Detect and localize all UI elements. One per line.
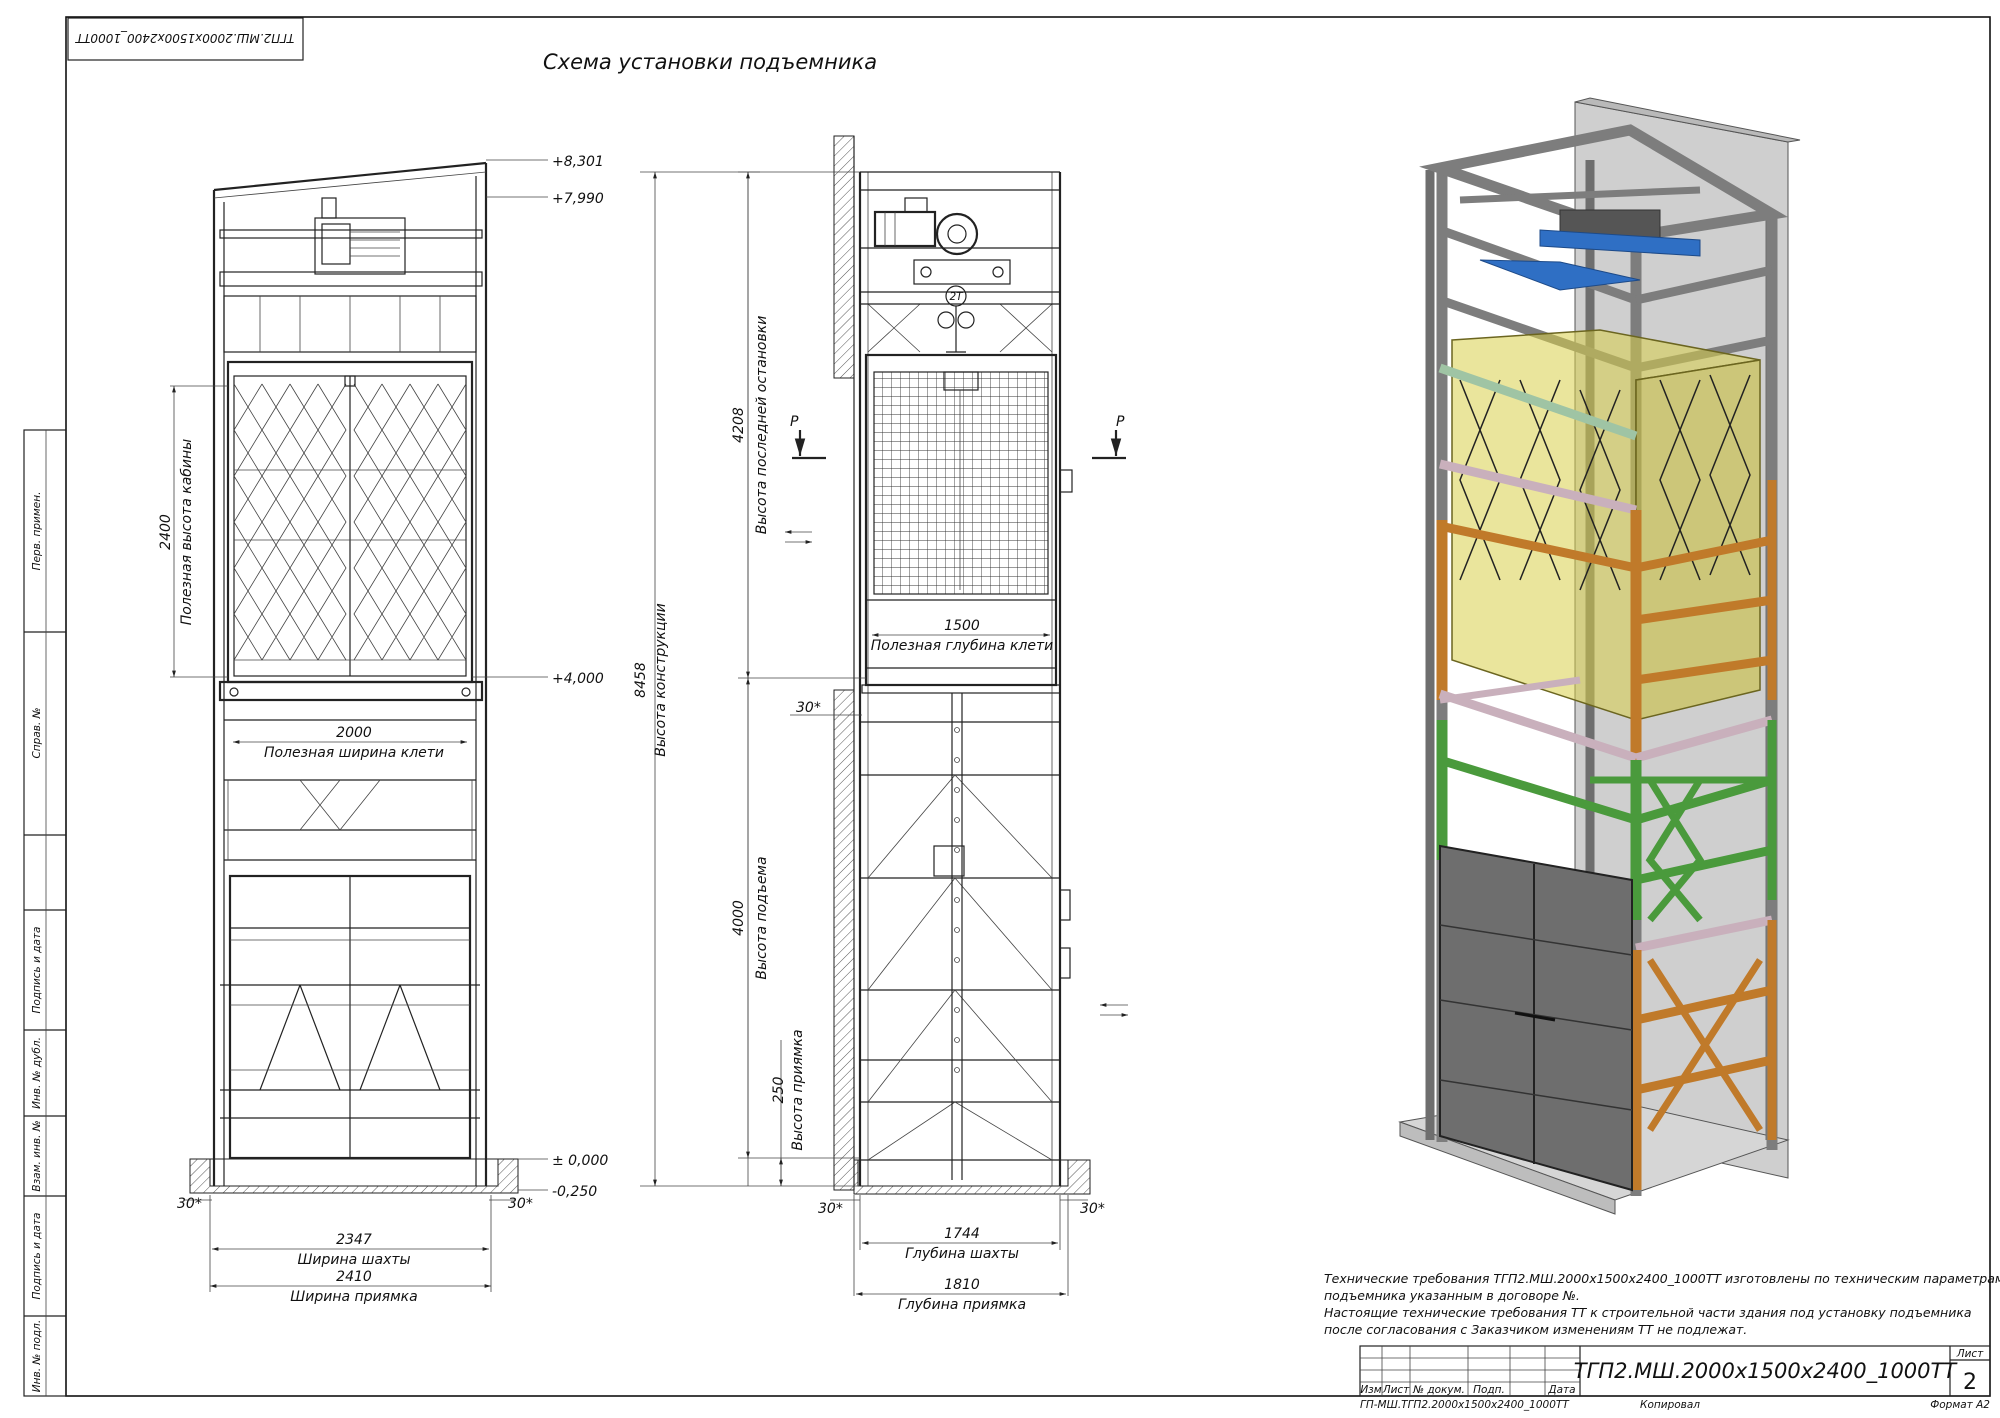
lift-height-value: 4000	[731, 900, 747, 936]
side-label-vzam-inv: Взам. инв. №	[31, 1120, 43, 1191]
structure-height-value: 8458	[633, 662, 649, 698]
drawing-title: Схема установки подъемника	[543, 50, 877, 74]
note-line-1: Технические требования ТГП2.МШ.2000х1500…	[1324, 1271, 2000, 1286]
cabin-height-label: Полезная высота кабины	[179, 439, 195, 625]
title-col-data: Дата	[1547, 1384, 1575, 1396]
pit-width-label: Ширина приямка	[290, 1289, 417, 1305]
title-block	[1359, 1345, 1991, 1397]
side-gap-left: 30*	[818, 1201, 843, 1217]
last-stop-value: 4208	[731, 407, 747, 443]
cage-width-value: 2000	[336, 725, 372, 741]
level-top: +8,301	[552, 154, 604, 170]
shaft-depth-value: 1744	[944, 1226, 980, 1242]
pit-width-value: 2410	[336, 1269, 372, 1285]
side-gap-top: 30*	[796, 700, 821, 716]
cage-depth-value: 1500	[944, 618, 980, 634]
side-labels: Перв. примен. Справ. № Подпись и дата Ин…	[31, 492, 43, 1393]
pit-height-value: 250	[771, 1077, 787, 1104]
structure-height-label: Высота конструкции	[653, 603, 669, 757]
front-gap-left: 30*	[177, 1196, 202, 1212]
side-label-perv-primen: Перв. примен.	[31, 492, 43, 571]
title-block-sheet-label: Лист	[1956, 1348, 1984, 1360]
side-gap-right: 30*	[1080, 1201, 1105, 1217]
footer-format: Формат А2	[1930, 1399, 1990, 1411]
side-label-podpis-1: Подпись и дата	[31, 927, 43, 1014]
side-label-inv-podl: Инв. № подл.	[31, 1320, 43, 1392]
shaft-width-label: Ширина шахты	[297, 1252, 410, 1268]
level-stop: +4,000	[552, 671, 604, 687]
title-col-podp: Подп.	[1473, 1384, 1505, 1396]
title-col-dokum: № докум.	[1412, 1384, 1465, 1396]
pit-height-label: Высота приямка	[790, 1029, 806, 1150]
level-roof: +7,990	[552, 191, 604, 207]
side-view	[640, 135, 1128, 1296]
side-label-podpis-2: Подпись и дата	[31, 1213, 43, 1300]
level-zero: ± 0,000	[552, 1153, 608, 1169]
note-line-2: подъемника указанным в договоре №.	[1324, 1288, 1580, 1303]
isometric-view	[1398, 97, 1801, 1215]
footer-copied: Копировал	[1640, 1399, 1700, 1411]
title-block-code: ТГП2.МШ.2000х1500х2400_1000ТТ	[1574, 1359, 1959, 1384]
note-line-3: Настоящие технические требования ТТ к ст…	[1324, 1305, 1972, 1320]
footer-code: ГП-МШ.ТГП2.2000х1500х2400_1000ТТ	[1360, 1399, 1570, 1411]
corner-code: ТГП2.МШ.2000x1500x2400_1000ТТ	[74, 31, 294, 45]
side-label-sprav: Справ. №	[31, 707, 43, 758]
side-label-inv-dubl: Инв. № дубл.	[31, 1037, 43, 1109]
cabin-height-value: 2400	[158, 514, 174, 550]
shaft-width-value: 2347	[336, 1232, 372, 1248]
shaft-depth-label: Глубина шахты	[905, 1246, 1019, 1262]
front-gap-right: 30*	[508, 1196, 533, 1212]
section-mark-left: P	[790, 414, 799, 430]
level-pit: -0,250	[552, 1184, 597, 1200]
lift-height-label: Высота подъема	[754, 856, 770, 979]
winch-mark: 2Т	[949, 291, 964, 303]
title-col-list: Лист	[1382, 1384, 1410, 1396]
cage-width-label: Полезная ширина клети	[264, 745, 444, 761]
sheet-frame	[23, 16, 1991, 1397]
section-mark-right: P	[1116, 414, 1125, 430]
title-block-sheet-number: 2	[1963, 1370, 1977, 1395]
cage-depth-label: Полезная глубина клети	[871, 638, 1053, 654]
title-col-izm: Изм	[1360, 1384, 1381, 1396]
technical-notes: Технические требования ТГП2.МШ.2000х1500…	[1324, 1271, 2000, 1337]
pit-depth-label: Глубина приямка	[898, 1297, 1026, 1313]
front-view	[170, 159, 548, 1292]
last-stop-label: Высота последней остановки	[754, 316, 770, 535]
pit-depth-value: 1810	[944, 1277, 980, 1293]
note-line-4: после согласования с Заказчиком изменени…	[1324, 1322, 1747, 1337]
